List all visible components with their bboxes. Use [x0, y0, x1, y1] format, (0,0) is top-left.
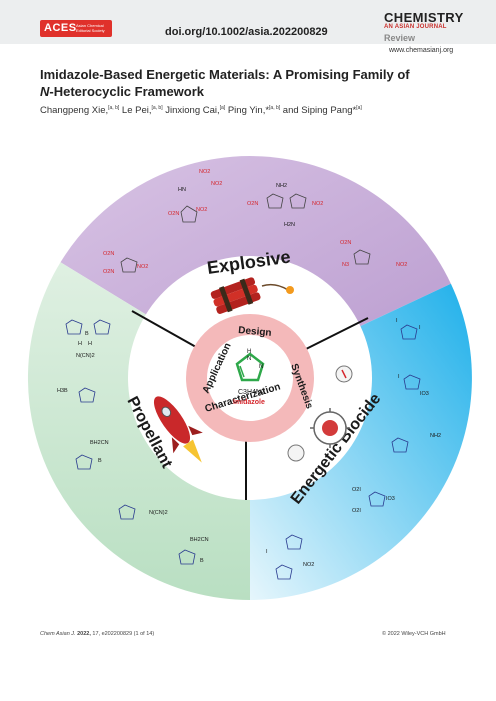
svg-text:O2N: O2N: [340, 240, 351, 246]
divider-line: [299, 317, 369, 353]
citation-journal: Chem Asian J.: [40, 631, 76, 637]
imidazole-formula: C3H4N2: [238, 389, 265, 396]
svg-text:O2N: O2N: [247, 201, 258, 207]
author-affiliation: [a]: [219, 105, 226, 111]
author-affiliation: [a, b]: [108, 105, 120, 111]
svg-text:N: N: [247, 356, 251, 362]
svg-text:HN: HN: [178, 187, 186, 193]
author-name[interactable]: Jinxiong Cai,: [162, 105, 220, 117]
author-affiliation: [a, b]: [151, 105, 163, 111]
svg-text:O2N: O2N: [168, 211, 179, 217]
svg-text:H: H: [88, 341, 92, 347]
svg-text:O2N: O2N: [103, 269, 114, 275]
svg-text:I: I: [266, 549, 268, 555]
title-line-1: Imidazole-Based Energetic Materials: A P…: [40, 67, 410, 82]
svg-text:NO2: NO2: [196, 207, 207, 213]
author-list: Changpeng Xie,[a, b] Le Pei,[a, b] Jinxi…: [40, 105, 470, 116]
author-affiliation: [a, b]: [269, 105, 281, 111]
center-word-design: Design: [238, 325, 272, 339]
svg-text:NO2: NO2: [303, 562, 314, 568]
citation-year: 2022,: [77, 631, 91, 637]
svg-text:BH2CN: BH2CN: [190, 537, 209, 543]
explosive-molecules: O2N NO2 HN NO2 NO2 O2N NO2 NH2 H2N O2N N…: [103, 169, 407, 275]
svg-text:H3B: H3B: [57, 388, 68, 394]
author-affiliation: [a]: [356, 105, 362, 111]
svg-text:O2N: O2N: [103, 251, 114, 257]
svg-text:NO2: NO2: [211, 181, 222, 187]
imidazole-structure: H N N: [235, 349, 265, 382]
svg-text:N(CN)2: N(CN)2: [149, 510, 168, 516]
title-line-2: -Heterocyclic Framework: [49, 84, 205, 99]
journal-name: CHEMISTRY: [384, 10, 464, 25]
svg-text:B: B: [200, 558, 204, 564]
article-type: Review: [384, 33, 416, 43]
svg-text:I: I: [396, 318, 398, 324]
biocide-molecules: I I IO3 I NH2 O2I O2I IO3 NO2 I: [266, 318, 441, 580]
svg-text:H2N: H2N: [284, 222, 295, 228]
dynamite-icon: [210, 277, 294, 314]
title-italic-n: N: [40, 84, 50, 99]
aces-logo-text: ACES: [44, 22, 77, 34]
svg-text:I: I: [419, 325, 421, 331]
aces-logo-subtext: Asian Chemical Editorial Society: [76, 23, 105, 33]
svg-text:IO3: IO3: [386, 496, 395, 502]
svg-text:NO2: NO2: [312, 201, 323, 207]
footer-citation: Chem Asian J. 2022, 17, e202200829 (1 of…: [40, 631, 154, 637]
svg-text:NH2: NH2: [430, 433, 441, 439]
svg-text:B: B: [85, 331, 89, 337]
svg-text:BH2CN: BH2CN: [90, 440, 109, 446]
virus-icon: [310, 408, 350, 448]
citation-details: 17, e202200829 (1 of 14): [92, 631, 155, 637]
svg-text:O2I: O2I: [352, 487, 361, 493]
doi-link[interactable]: doi.org/10.1002/asia.202200829: [165, 26, 328, 38]
article-title: Imidazole-Based Energetic Materials: A P…: [40, 66, 470, 100]
author-name[interactable]: Changpeng Xie,: [40, 105, 109, 117]
svg-text:N(CN)2: N(CN)2: [76, 353, 95, 359]
svg-text:N3: N3: [342, 262, 349, 268]
svg-text:I: I: [398, 374, 400, 380]
svg-text:NO2: NO2: [199, 169, 210, 175]
center-core: [207, 335, 293, 421]
divider-line: [131, 310, 197, 348]
svg-text:H: H: [247, 349, 251, 355]
author-name[interactable]: Le Pei,: [119, 105, 152, 117]
explosion-cloud-icon: [287, 365, 353, 462]
propellant-molecules: B H H N(CN)2 H3B BH2CN B N(CN)2 BH2CN B: [57, 319, 209, 565]
aces-logo[interactable]: ACES Asian Chemical Editorial Society: [40, 20, 112, 37]
svg-text:NO2: NO2: [396, 262, 407, 268]
imidazole-label: Imidazole: [233, 399, 265, 406]
svg-text:H: H: [78, 341, 82, 347]
svg-text:O2I: O2I: [352, 508, 361, 514]
journal-logo: CHEMISTRY AN ASIAN JOURNAL Review: [384, 10, 464, 43]
svg-text:N: N: [259, 364, 263, 370]
author-name[interactable]: Ping Yin,*: [225, 105, 270, 117]
journal-url[interactable]: www.chemasianj.org: [389, 47, 454, 54]
footer-copyright: © 2022 Wiley-VCH GmbH: [382, 631, 446, 637]
svg-text:IO3: IO3: [420, 391, 429, 397]
svg-text:B: B: [98, 458, 102, 464]
author-name[interactable]: and Siping Pang*: [280, 105, 357, 117]
svg-text:NH2: NH2: [276, 183, 287, 189]
journal-subtitle: AN ASIAN JOURNAL: [384, 24, 447, 30]
svg-text:NO2: NO2: [137, 264, 148, 270]
rocket-icon: [153, 396, 203, 463]
